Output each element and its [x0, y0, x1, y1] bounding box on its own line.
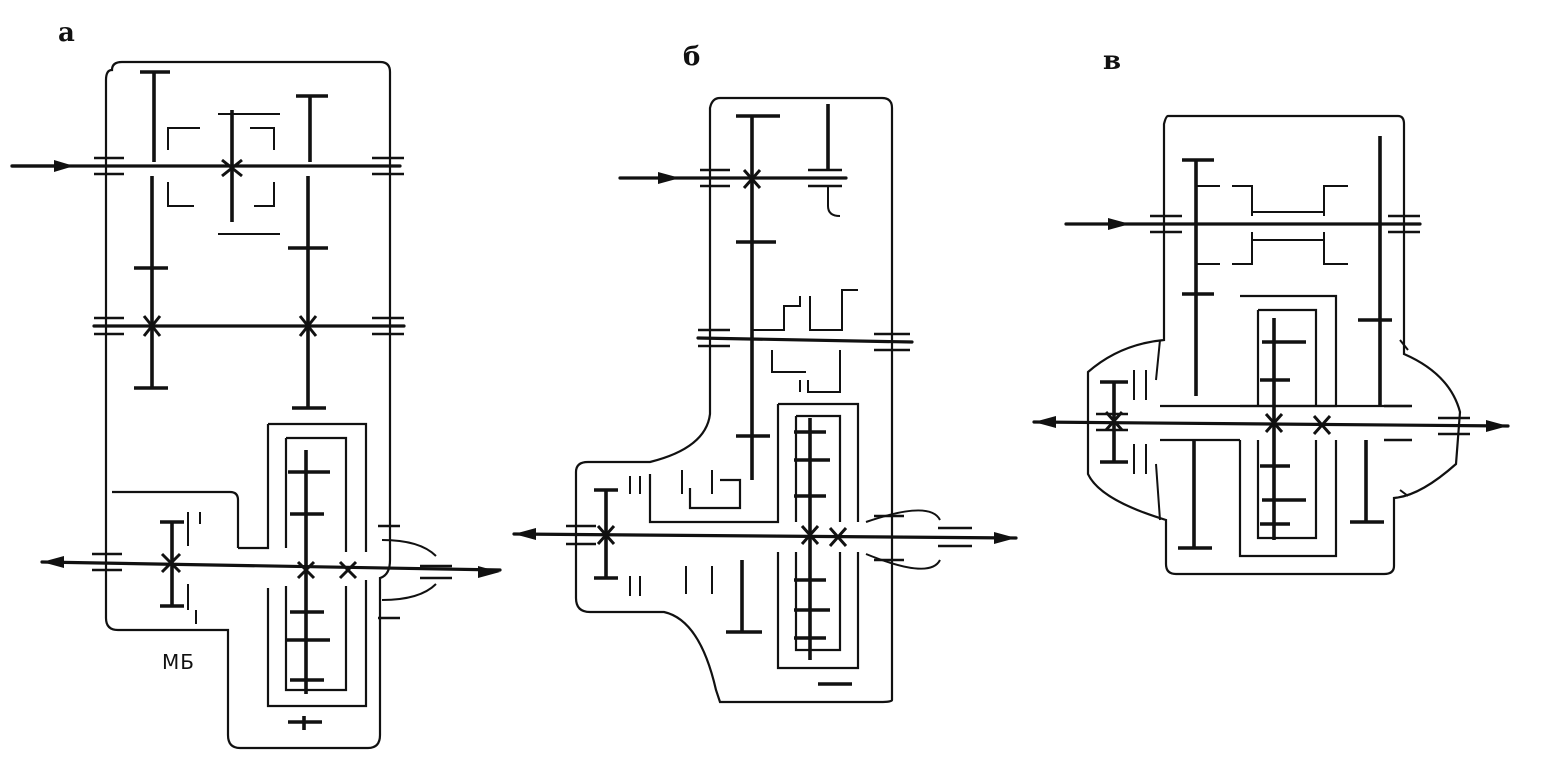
scheme-a-housing: [104, 60, 392, 750]
panel-label-b: б: [683, 42, 701, 72]
scheme-b-housing: [574, 96, 894, 704]
annotation-mb: МБ: [162, 650, 195, 674]
panel-label-a: а: [58, 18, 75, 48]
panel-label-v: в: [1103, 46, 1122, 76]
scheme-v-housing: [1086, 114, 1462, 576]
scheme-v: [1032, 114, 1510, 576]
scheme-a: [10, 60, 502, 750]
scheme-b: [512, 96, 1018, 704]
